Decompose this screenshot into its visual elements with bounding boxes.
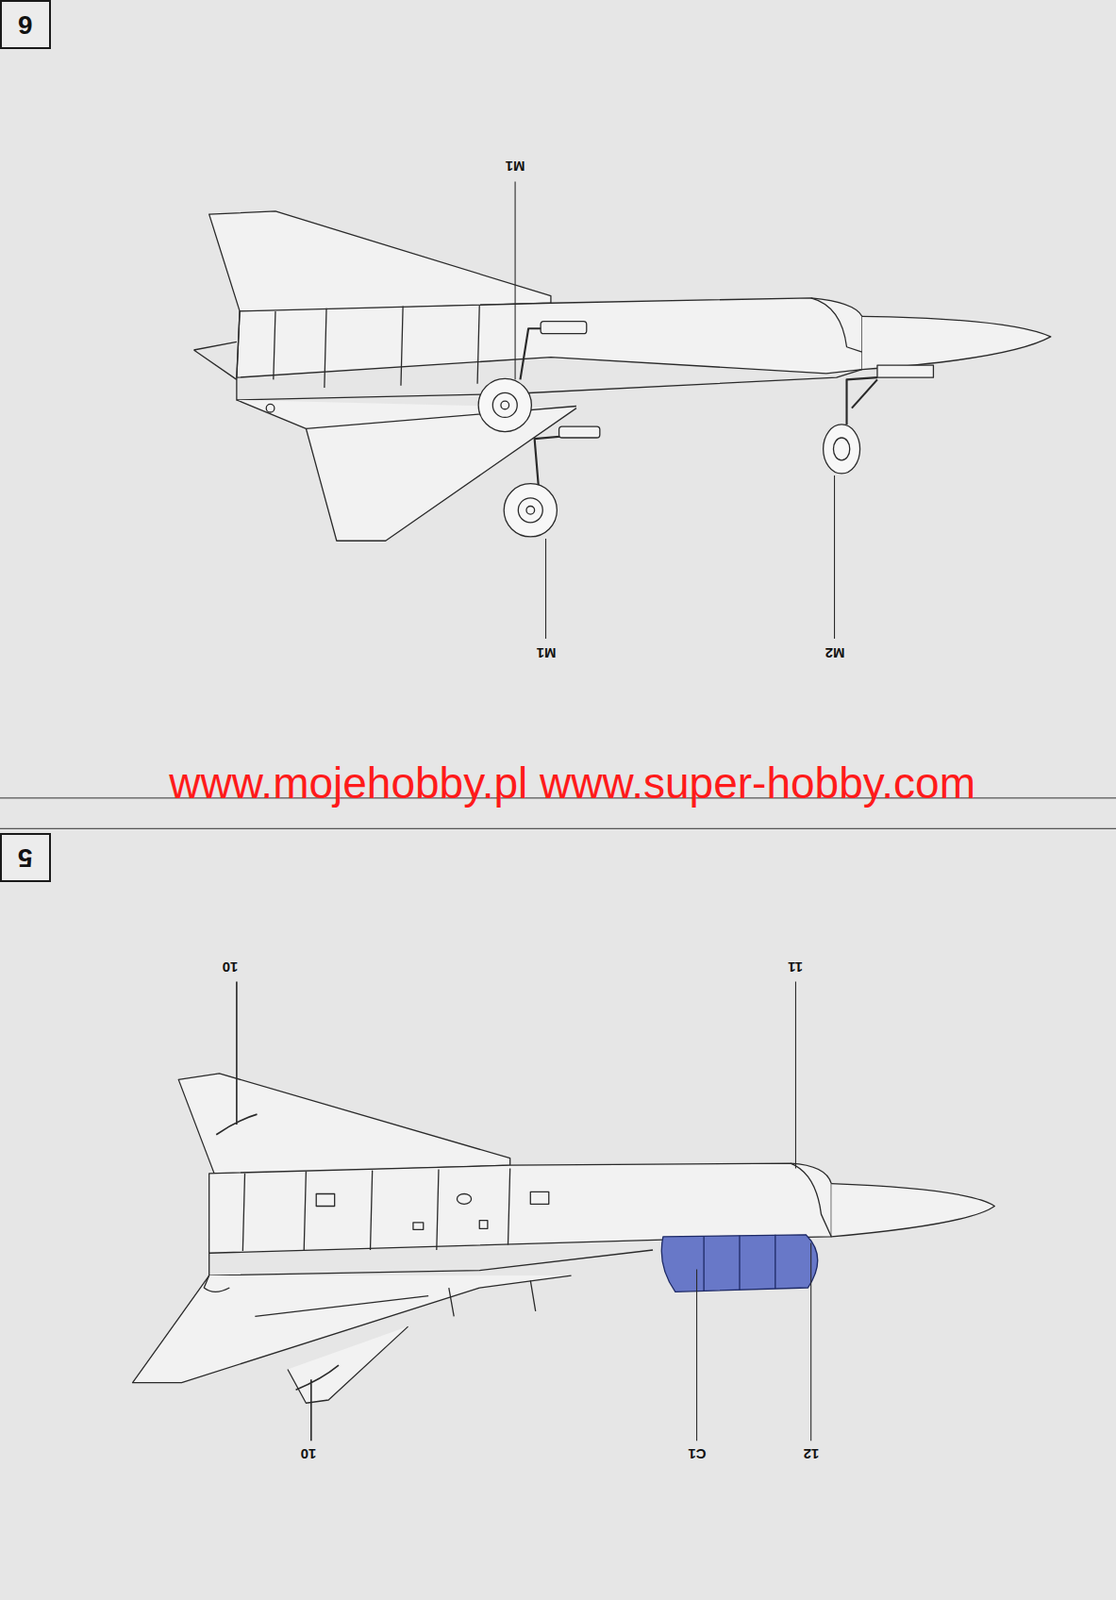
callout-number: C1 — [687, 1445, 706, 1462]
callout-number: M1 — [535, 645, 556, 662]
callout-number: M2 — [824, 645, 845, 662]
step-number: 5 — [17, 842, 34, 873]
watermark: www.mojehobby.pl www.super-hobby.com — [168, 757, 976, 809]
callout-number: M1 — [505, 158, 526, 175]
callout-number: 10 — [222, 959, 239, 976]
step-number-box: 5 — [0, 832, 51, 883]
callout-number: 12 — [802, 1445, 819, 1462]
callout-number: 10 — [299, 1445, 317, 1462]
step-number: 6 — [17, 9, 34, 40]
callout-number: 11 — [788, 959, 804, 976]
step-number-box: 6 — [0, 0, 51, 50]
